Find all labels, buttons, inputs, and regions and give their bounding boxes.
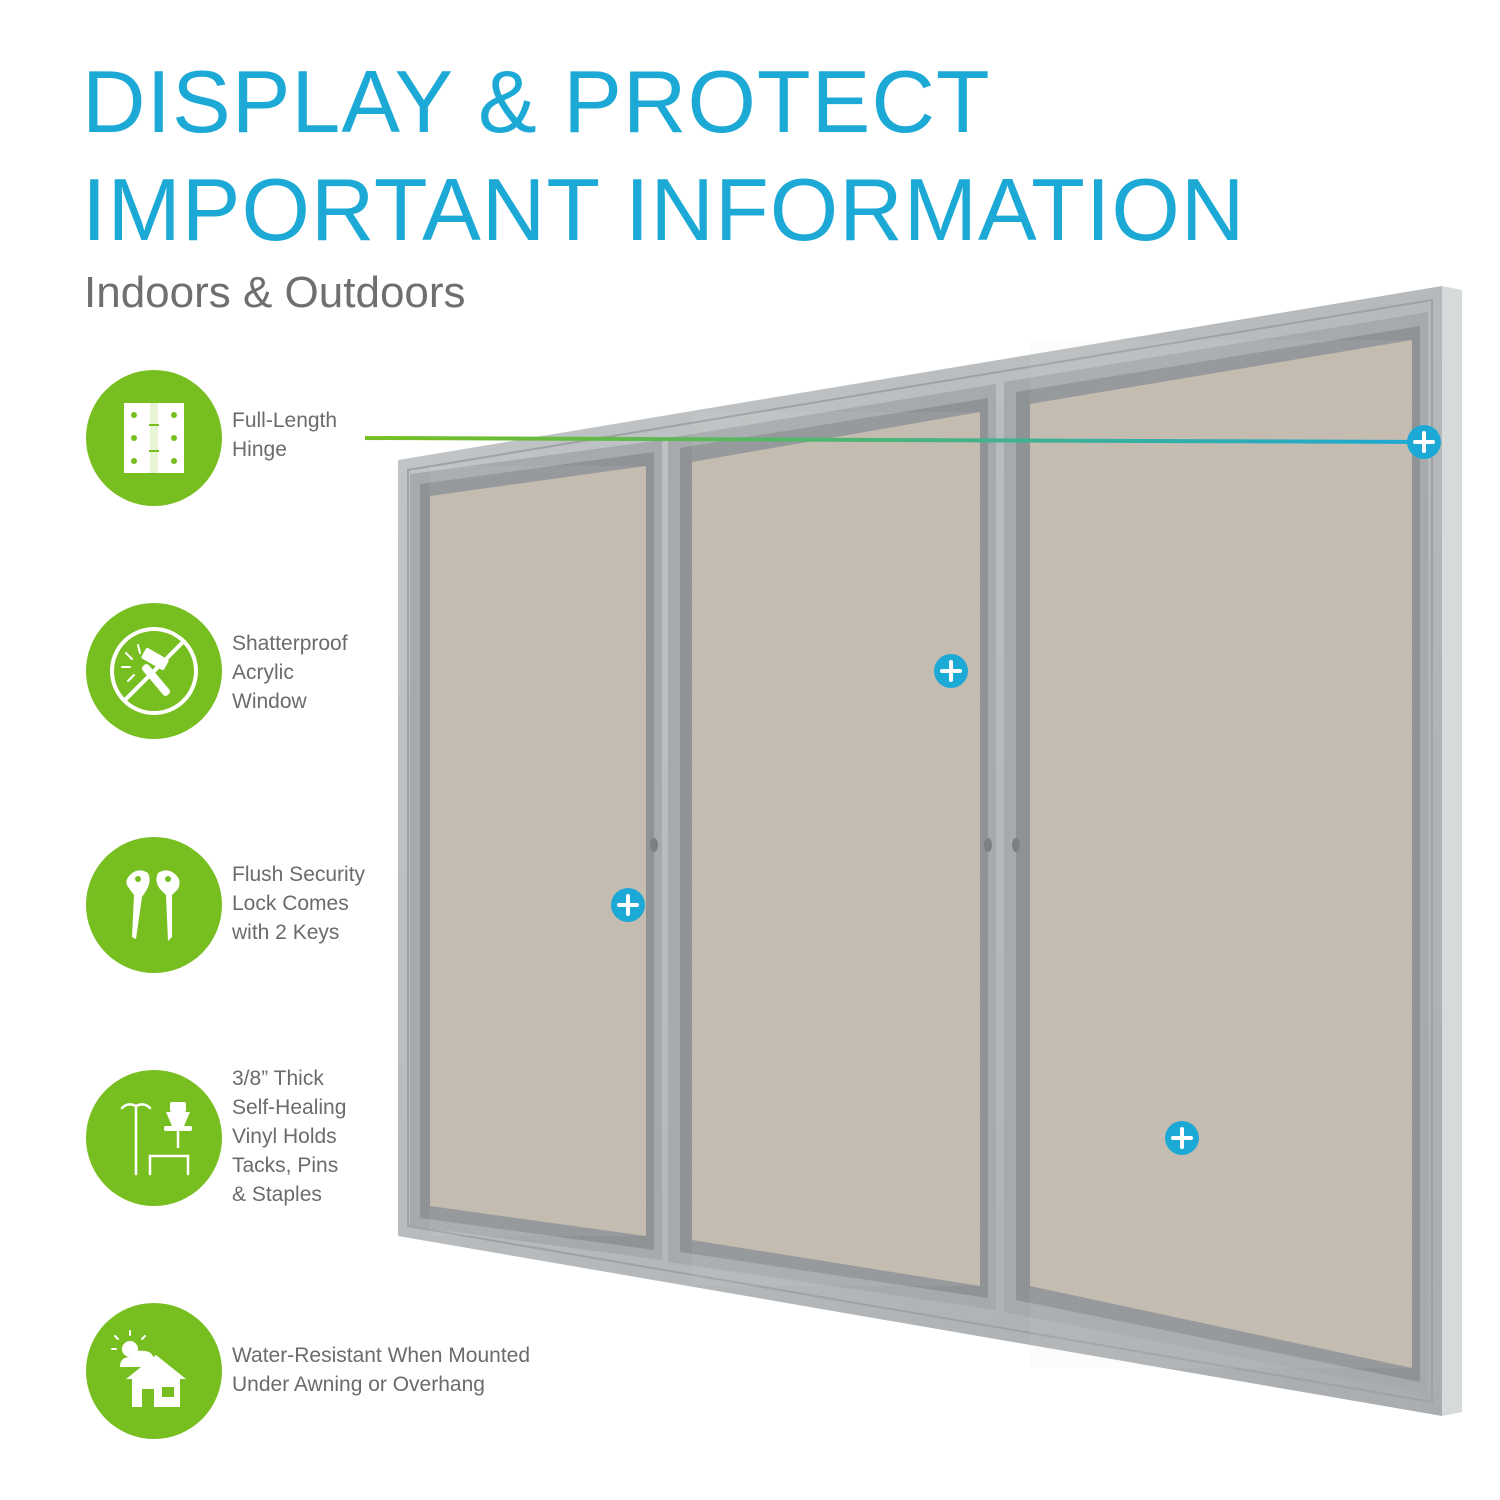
hinge-icon: [124, 403, 184, 473]
no-hammer-icon: [110, 627, 198, 715]
page-subtitle: Indoors & Outdoors: [84, 268, 466, 317]
shatterproof-badge: [86, 603, 222, 739]
plus-marker-hinge: [1407, 425, 1441, 459]
plus-marker-vinyl: [1165, 1121, 1199, 1155]
house-sun-icon: [111, 1330, 186, 1407]
lock-middle: [984, 838, 992, 852]
lock-badge: [86, 837, 222, 973]
vinyl-badge: [86, 1070, 222, 1206]
feature-water-resistant-label: Water-Resistant When Mounted Under Awnin…: [232, 1344, 531, 1396]
door-right: [1004, 312, 1428, 1394]
feature-shatterproof-label: Shatterproof Acrylic Window: [232, 632, 348, 713]
hinge-badge: [86, 370, 222, 506]
lock-left: [650, 838, 658, 852]
feature-vinyl-label: 3/8” Thick Self-Healing Vinyl Holds Tack…: [232, 1067, 347, 1206]
cabinet-side: [1442, 286, 1462, 1416]
feature-lock-label: Flush Security Lock Comes with 2 Keys: [232, 863, 366, 944]
title-line-2: IMPORTANT INFORMATION: [82, 160, 1246, 259]
door-middle: [668, 384, 996, 1310]
page-title: DISPLAY & PROTECT IMPORTANT INFORMATION: [82, 48, 1245, 264]
water-resistant-badge: [86, 1303, 222, 1439]
keys-icon: [126, 870, 180, 941]
title-line-1: DISPLAY & PROTECT: [82, 52, 991, 151]
callout-line-hinge: [364, 436, 1425, 444]
plus-marker-lock: [611, 888, 645, 922]
lock-right: [1012, 838, 1020, 852]
pushpin-icon: [120, 1102, 192, 1176]
feature-hinge-label: Full-Length Hinge: [232, 409, 338, 461]
door-left: [410, 440, 662, 1260]
plus-marker-acrylic: [934, 654, 968, 688]
